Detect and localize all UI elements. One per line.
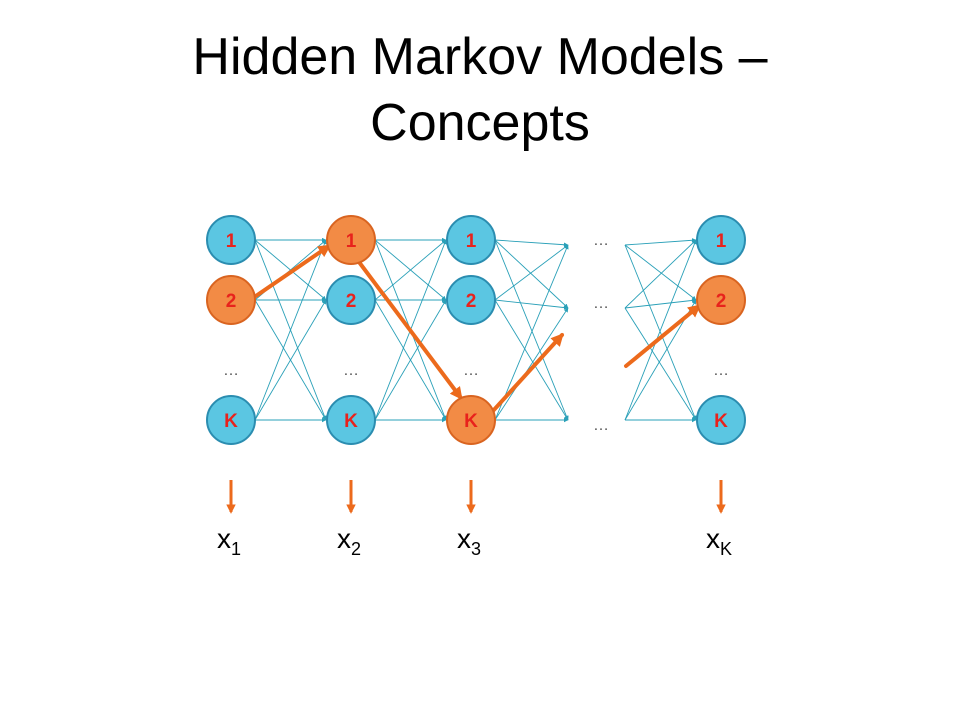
observation-subscript: 1 (231, 539, 241, 559)
transition-arrow-icon (494, 244, 569, 421)
active-state-node (326, 215, 376, 265)
transition-arrow-icon (494, 299, 569, 421)
title-line-2: Concepts (370, 94, 590, 152)
state-node (206, 215, 256, 265)
ellipsis-label: … (223, 362, 239, 379)
transition-arrow-icon (624, 307, 697, 421)
state-node (326, 395, 376, 445)
ellipsis-label: … (593, 295, 609, 312)
state-node (326, 275, 376, 325)
transition-arrow-icon (494, 307, 569, 421)
transition-arrow-icon (374, 299, 447, 421)
transition-arrow-icon (624, 238, 697, 246)
state-path (251, 244, 701, 414)
state-label: 1 (346, 231, 357, 252)
transition-arrow-icon (624, 239, 697, 421)
slide-title: Hidden Markov Models – Concepts (0, 24, 960, 156)
path-arrow-icon (251, 244, 332, 300)
transition-arrow-icon (494, 299, 569, 310)
ellipsis-label: … (713, 362, 729, 379)
transition-arrow-icon (494, 239, 569, 421)
state-label: 2 (716, 291, 727, 312)
ellipsis-label: … (593, 417, 609, 434)
active-state-node (206, 275, 256, 325)
ellipsis-label: … (463, 362, 479, 379)
transition-arrow-icon (494, 239, 569, 247)
observation-subscript: K (720, 539, 732, 559)
path-arrow-icon (490, 333, 564, 414)
transition-arrow-icon (254, 299, 327, 421)
state-node (446, 275, 496, 325)
observation-label: x1 (217, 523, 241, 559)
state-node (206, 395, 256, 445)
title-line-1: Hidden Markov Models – (192, 28, 768, 86)
observation-symbol: x (457, 523, 471, 554)
transition-edges (254, 237, 697, 423)
observation-subscript: 2 (351, 539, 361, 559)
state-label: K (224, 411, 238, 432)
observation-symbol: x (337, 523, 351, 554)
observation-label: x2 (337, 523, 361, 559)
observation-subscript: 3 (471, 539, 481, 559)
state-nodes: 1 2 … K 1 2 … K 1 2 … K … … … 1 2 … K (206, 215, 746, 445)
state-label: 2 (346, 291, 357, 312)
transition-arrow-icon (374, 239, 447, 301)
state-label: 2 (226, 291, 237, 312)
state-node (696, 215, 746, 265)
state-node (446, 215, 496, 265)
observation-label: xK (706, 523, 732, 559)
transition-arrow-icon (624, 244, 697, 301)
state-label: K (464, 411, 478, 432)
path-arrow-icon (357, 260, 463, 401)
state-label: K (714, 411, 728, 432)
state-label: K (344, 411, 358, 432)
state-label: 2 (466, 291, 477, 312)
transition-arrow-icon (494, 239, 569, 309)
ellipsis-label: … (343, 362, 359, 379)
state-label: 1 (466, 231, 477, 252)
transition-arrow-icon (254, 239, 327, 421)
active-state-node (446, 395, 496, 445)
state-label: 1 (226, 231, 237, 252)
observation-symbol: x (706, 523, 720, 554)
active-state-node (696, 275, 746, 325)
transition-arrow-icon (624, 239, 697, 309)
path-arrow-icon (624, 304, 701, 368)
observation-symbol: x (217, 523, 231, 554)
observation-label: x3 (457, 523, 481, 559)
transition-arrow-icon (494, 244, 569, 301)
transition-arrow-icon (624, 298, 697, 309)
transition-arrow-icon (624, 244, 697, 421)
ellipsis-label: … (593, 232, 609, 249)
state-label: 1 (716, 231, 727, 252)
state-node (696, 395, 746, 445)
